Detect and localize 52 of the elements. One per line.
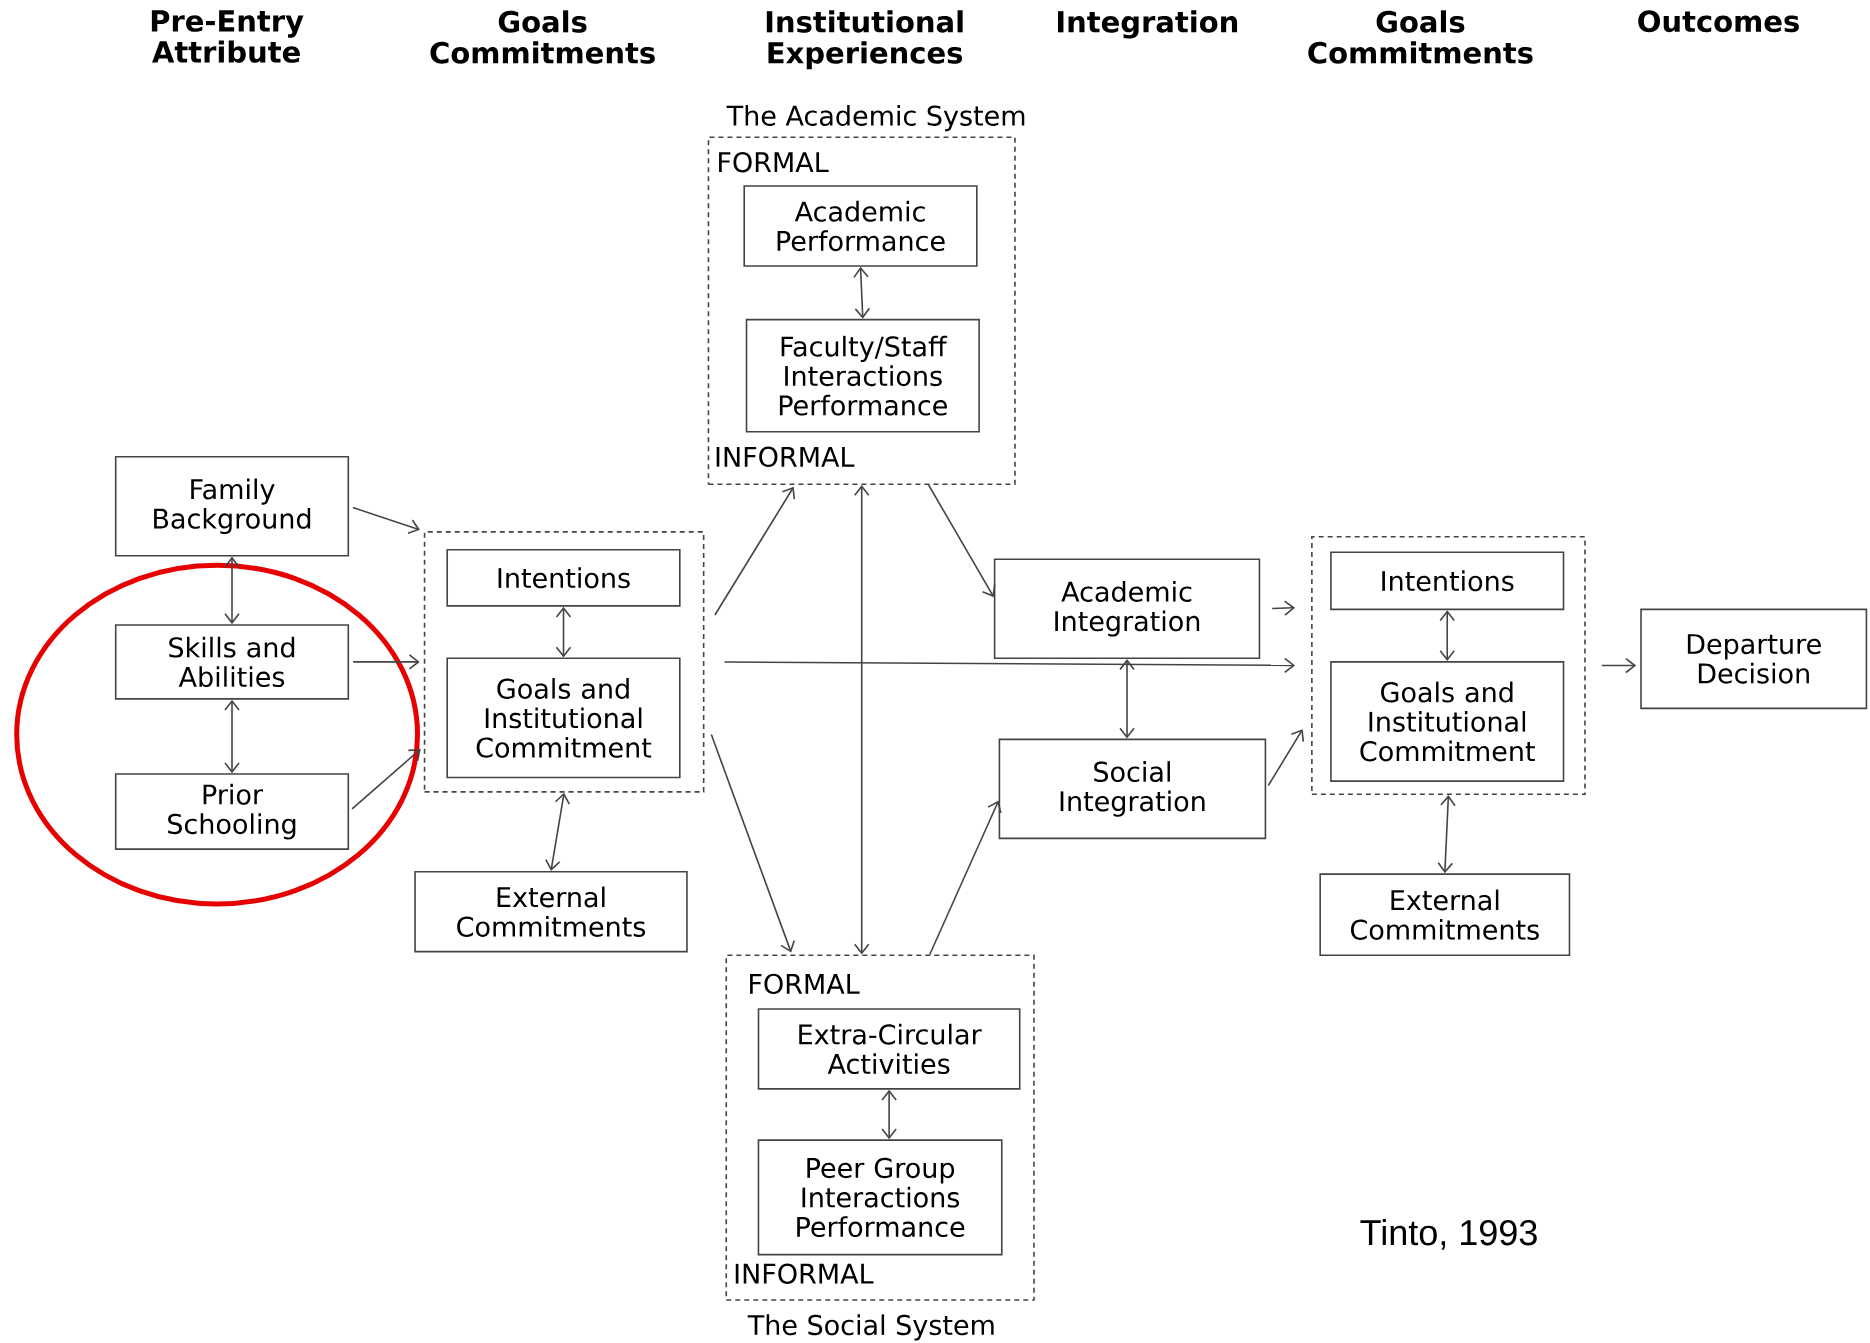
column-header: Goals Commitments	[1308, 10, 1533, 64]
arrow	[1271, 600, 1296, 616]
arrow	[545, 792, 571, 871]
arrow	[928, 800, 1002, 956]
process-box: Social Integration	[998, 738, 1267, 840]
column-header: Integration	[1058, 10, 1238, 39]
group-heading: The Academic System	[726, 105, 1025, 132]
group-label: INFORMAL	[735, 1263, 874, 1284]
arrow	[723, 657, 1296, 674]
arrow	[224, 556, 240, 625]
arrow	[224, 699, 240, 774]
process-box: Goals and Institutional Commitment	[446, 657, 681, 779]
arrow	[1267, 729, 1305, 787]
group-label: FORMAL	[750, 973, 860, 995]
citation: Tinto, 1993	[1360, 1218, 1537, 1250]
process-box: Intentions	[1330, 551, 1565, 611]
dashed-group	[1311, 535, 1586, 796]
process-box: Departure Decision	[1640, 608, 1868, 710]
arrow	[927, 484, 996, 598]
process-box: External Commitments	[1319, 873, 1571, 957]
dashed-group	[423, 531, 705, 793]
arrow	[853, 266, 871, 319]
group-heading: The Social System	[747, 1314, 994, 1341]
process-box: Peer Group Interactions Performance	[757, 1139, 1003, 1256]
arrow	[1437, 795, 1456, 874]
arrow	[352, 506, 420, 535]
process-box: Prior Schooling	[114, 773, 350, 850]
process-box: Goals and Institutional Commitment	[1330, 661, 1565, 782]
arrow	[710, 733, 796, 953]
process-box: Extra-Circular Activities	[757, 1008, 1021, 1090]
process-box: Academic Performance	[743, 185, 978, 267]
column-header: Goals Commitments	[430, 10, 655, 64]
process-box: Faculty/Staff Interactions Performance	[745, 318, 980, 433]
process-box: Family Background	[114, 456, 350, 557]
process-box: Skills and Abilities	[114, 624, 350, 700]
group-label: FORMAL	[719, 152, 829, 173]
column-header: Pre-Entry Attribute	[151, 10, 304, 63]
process-box: Intentions	[446, 548, 681, 607]
arrow	[351, 748, 421, 810]
column-header: Outcomes	[1638, 10, 1799, 33]
arrow	[555, 606, 572, 658]
arrow	[1439, 610, 1455, 662]
group-label: INFORMAL	[716, 446, 855, 467]
arrow	[1119, 659, 1135, 739]
arrow	[1600, 657, 1637, 674]
arrow	[853, 485, 870, 955]
arrow	[714, 486, 796, 616]
process-box: Academic Integration	[993, 558, 1261, 660]
process-box: External Commitments	[414, 870, 688, 953]
column-header: Institutional Experiences	[766, 10, 963, 70]
arrow	[352, 654, 420, 670]
arrow	[881, 1089, 897, 1140]
